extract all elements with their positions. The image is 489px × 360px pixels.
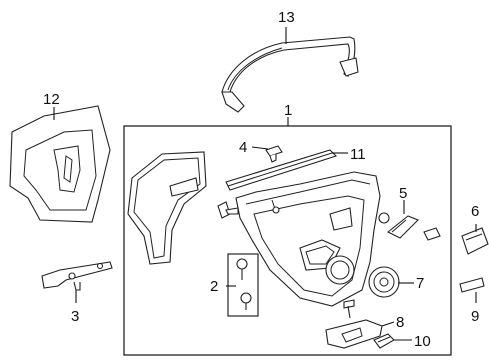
callout-12: 12 bbox=[43, 91, 60, 108]
callout-4: 4 bbox=[239, 139, 247, 156]
callout-6: 6 bbox=[471, 203, 479, 220]
part-6-cover bbox=[461, 227, 489, 255]
part-1-door-trim-panel bbox=[235, 171, 381, 307]
callout-13: 13 bbox=[278, 9, 295, 26]
callout-8: 8 bbox=[396, 314, 404, 331]
part-2-screw-box bbox=[227, 253, 259, 317]
callout-7: 7 bbox=[416, 275, 424, 292]
part-trim-insert bbox=[127, 151, 207, 265]
part-3-bracket bbox=[41, 261, 113, 291]
leader-lines bbox=[53, 27, 477, 341]
callout-3: 3 bbox=[71, 308, 79, 325]
callout-9: 9 bbox=[471, 308, 479, 325]
callout-1: 1 bbox=[284, 102, 292, 119]
part-13-window-channel bbox=[221, 36, 359, 113]
part-8-switch-bezel bbox=[325, 299, 383, 349]
part-9-pad bbox=[459, 277, 485, 293]
part-5-inside-handle bbox=[378, 212, 441, 241]
part-7-speaker-grille bbox=[368, 266, 400, 298]
callout-10: 10 bbox=[414, 333, 431, 350]
callout-2: 2 bbox=[210, 278, 218, 295]
part-pin-fastener bbox=[217, 201, 239, 219]
callout-11: 11 bbox=[350, 146, 366, 163]
part-12-insulator bbox=[9, 105, 111, 223]
part-4-clip bbox=[265, 145, 283, 163]
callout-5: 5 bbox=[399, 185, 407, 202]
part-11-weatherstrip bbox=[225, 149, 338, 191]
